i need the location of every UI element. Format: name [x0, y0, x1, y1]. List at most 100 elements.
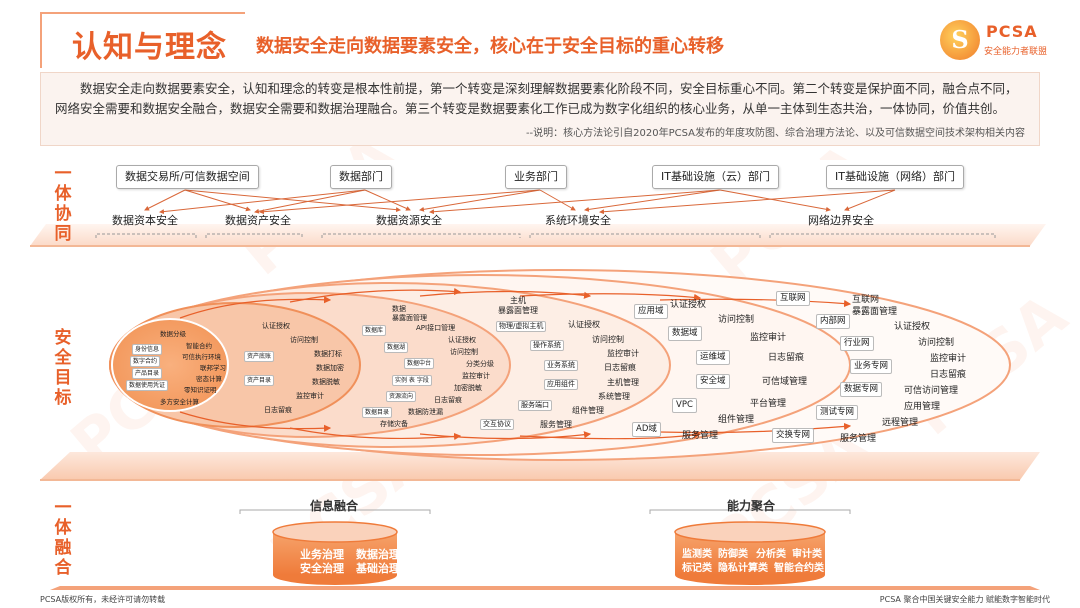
e5-item: 组件管理: [718, 415, 755, 425]
e3-item: 加密脱敏: [454, 384, 482, 392]
e3-item: 数据: [392, 305, 406, 313]
e4-box: 业务系统: [544, 360, 578, 371]
footer-tagline: PCSA 聚合中国关键安全能力 赋能数字智能时代: [879, 595, 1050, 604]
e1-item: 密态计算: [196, 375, 222, 383]
e4-box: 物理/虚拟主机: [496, 321, 547, 332]
capability-item: 智能合约类: [774, 563, 824, 574]
e6-box: 测试专网: [816, 405, 859, 420]
capability-item: 防御类: [718, 549, 748, 560]
e6-box: 业务专网: [850, 359, 893, 374]
e3-item: 存储灾备: [380, 420, 408, 428]
e2-item: 数据打标: [314, 350, 342, 358]
e2-item: 日志留痕: [264, 406, 292, 414]
intro-note: --说明：核心方法论引自2020年PCSA发布的年度攻防图、综合治理方法论、以及…: [525, 128, 1025, 139]
pcsa-logo: S PCSA 安全能力者联盟: [940, 20, 1052, 64]
asset-data-capital: 数据资本安全: [112, 214, 178, 227]
capability-item: 审计类: [792, 549, 822, 560]
e2-box: 资产目录: [244, 375, 275, 386]
e1-item: 多方安全计算: [160, 398, 199, 406]
e1-box: 数据使用凭证: [126, 380, 169, 391]
e1-item: 智能合约: [186, 342, 212, 350]
info-fusion-title: 信息融合: [310, 499, 359, 513]
asset-data-resource: 数据资源安全: [376, 214, 442, 227]
logo-emblem-icon: S: [940, 20, 980, 60]
dept-data-exchange: 数据交易所/可信数据空间: [116, 165, 259, 189]
dept-it-cloud: IT基础设施（云）部门: [652, 165, 779, 189]
e5-box: AD域: [632, 422, 661, 437]
e4-item: 主机: [510, 296, 526, 305]
e3-box: 数据中台: [404, 358, 435, 369]
page-title: 认知与理念: [72, 30, 227, 65]
e3-item: 日志留痕: [434, 396, 462, 404]
dept-it-network: IT基础设施（网络）部门: [826, 165, 964, 189]
e1-box: 数字合约: [130, 356, 161, 367]
info-fusion-item: 安全治理: [300, 562, 344, 575]
e4-item: 主机管理: [607, 378, 639, 387]
e6-box: 内部网: [816, 314, 850, 329]
e3-item: 数据防泄漏: [408, 408, 443, 416]
e3-box: 实例 表 字段: [392, 375, 432, 386]
asset-system-env: 系统环境安全: [545, 214, 611, 227]
e3-box: 资源流向: [386, 391, 417, 402]
e4-item: 服务管理: [540, 420, 572, 429]
asset-network-boundary: 网络边界安全: [808, 214, 874, 227]
e2-item: 数据加密: [316, 364, 344, 372]
e3-item: 分类分级: [466, 360, 494, 368]
dept-data: 数据部门: [330, 165, 392, 189]
info-fusion-item: 数据治理: [356, 548, 400, 561]
e2-item: 数据脱敏: [312, 378, 340, 386]
e3-item: 访问控制: [450, 348, 478, 356]
dept-business: 业务部门: [505, 165, 567, 189]
info-fusion-item: 基础治理: [356, 562, 400, 575]
e3-box: 数据目录: [362, 407, 393, 418]
e4-box: 服务端口: [518, 400, 552, 411]
e3-item: 暴露面管理: [392, 314, 427, 322]
e5-box: 数据域: [668, 326, 702, 341]
e2-item: 认证授权: [262, 322, 290, 330]
e6-item: 互联网: [852, 295, 880, 305]
e1-box: 身份信息: [132, 344, 163, 355]
e4-item: 监控审计: [607, 349, 639, 358]
e5-box: VPC: [672, 398, 697, 413]
e6-item: 日志留痕: [930, 370, 967, 380]
e1-item: 联邦学习: [200, 364, 226, 372]
e6-item: 服务管理: [840, 434, 877, 444]
e4-box: 应用组件: [544, 379, 578, 390]
capability-item: 分析类: [756, 549, 786, 560]
e6-item: 暴露面管理: [852, 307, 898, 317]
e5-box: 应用域: [634, 304, 668, 319]
e3-item: 监控审计: [462, 372, 490, 380]
footer-copyright: PCSA版权所有，未经许可请勿转载: [40, 595, 166, 604]
e6-item: 认证授权: [894, 322, 931, 332]
e6-item: 可信访问管理: [904, 386, 959, 396]
e6-item: 应用管理: [904, 402, 941, 412]
e3-item: 认证授权: [448, 336, 476, 344]
e5-item: 服务管理: [682, 431, 719, 441]
e4-item: 日志留痕: [604, 363, 636, 372]
e5-item: 认证授权: [670, 300, 707, 310]
e3-box: 数据湖: [384, 342, 409, 353]
e5-box: 安全域: [696, 374, 730, 389]
e6-box: 行业网: [840, 336, 874, 351]
capability-item: 标记类: [682, 563, 712, 574]
side-label-top: 一体协同: [54, 164, 72, 244]
asset-data-asset: 数据资产安全: [225, 214, 291, 227]
e3-item: API接口管理: [416, 324, 456, 332]
e4-box: 操作系统: [530, 340, 564, 351]
e5-item: 监控审计: [750, 333, 787, 343]
e1-item: 零知识证明: [184, 386, 217, 394]
e5-item: 访问控制: [718, 315, 755, 325]
e5-item: 可信域管理: [762, 377, 808, 387]
intro-text: 数据安全走向数据要素安全，认知和理念的转变是根本性前提，第一个转变是深刻理解数据…: [55, 81, 1018, 116]
capability-item: 隐私计算类: [718, 563, 768, 574]
page-subtitle: 数据安全走向数据要素安全，核心在于安全目标的重心转移: [256, 36, 724, 57]
logo-tagline: 安全能力者联盟: [984, 47, 1048, 57]
intro-box: 数据安全走向数据要素安全，认知和理念的转变是根本性前提，第一个转变是深刻理解数据…: [40, 72, 1040, 146]
e3-box: 数据库: [362, 325, 387, 336]
e5-item: 平台管理: [750, 399, 787, 409]
e5-item: 日志留痕: [768, 353, 805, 363]
e4-item: 组件管理: [572, 406, 604, 415]
e4-item: 暴露面管理: [498, 306, 538, 315]
